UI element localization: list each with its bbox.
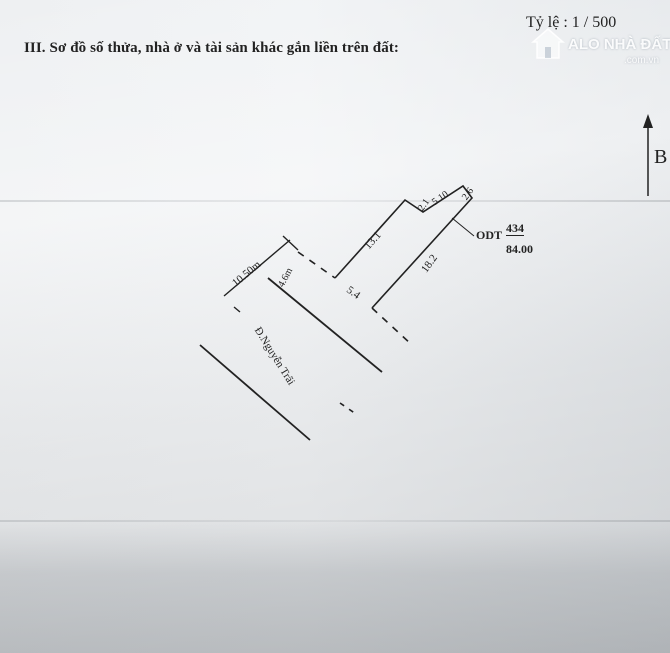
paper-shadow xyxy=(0,520,670,653)
paper-fold-line xyxy=(0,200,670,202)
paper-fold-line xyxy=(0,520,670,522)
frontage-dashed-line xyxy=(371,307,413,346)
house-logo-icon xyxy=(530,28,566,59)
north-label: B xyxy=(654,146,668,168)
watermark: ALO NHÀ ĐẤT .com.vn xyxy=(528,24,670,68)
frontage-dashed-line xyxy=(297,251,336,279)
parcel-number: 434 xyxy=(506,221,524,236)
parcel-area: 84.00 xyxy=(506,242,533,256)
section-title: III. Sơ đồ số thửa, nhà ở và tài sản khá… xyxy=(24,40,400,56)
road-width-dimension xyxy=(223,239,291,297)
scale-label: Tỷ lệ : 1 / 500 xyxy=(526,14,617,31)
land-type-label: ODT xyxy=(476,228,503,242)
setback-tick xyxy=(282,235,299,251)
road-edge-line xyxy=(267,277,383,373)
road-far-edge xyxy=(199,344,311,441)
parcel-pointer xyxy=(451,217,475,237)
watermark-domain: .com.vn xyxy=(624,55,660,66)
parcel-boundary xyxy=(334,184,474,309)
watermark-brand: ALO NHÀ ĐẤT xyxy=(568,36,670,53)
road-dashed-line xyxy=(339,402,357,415)
